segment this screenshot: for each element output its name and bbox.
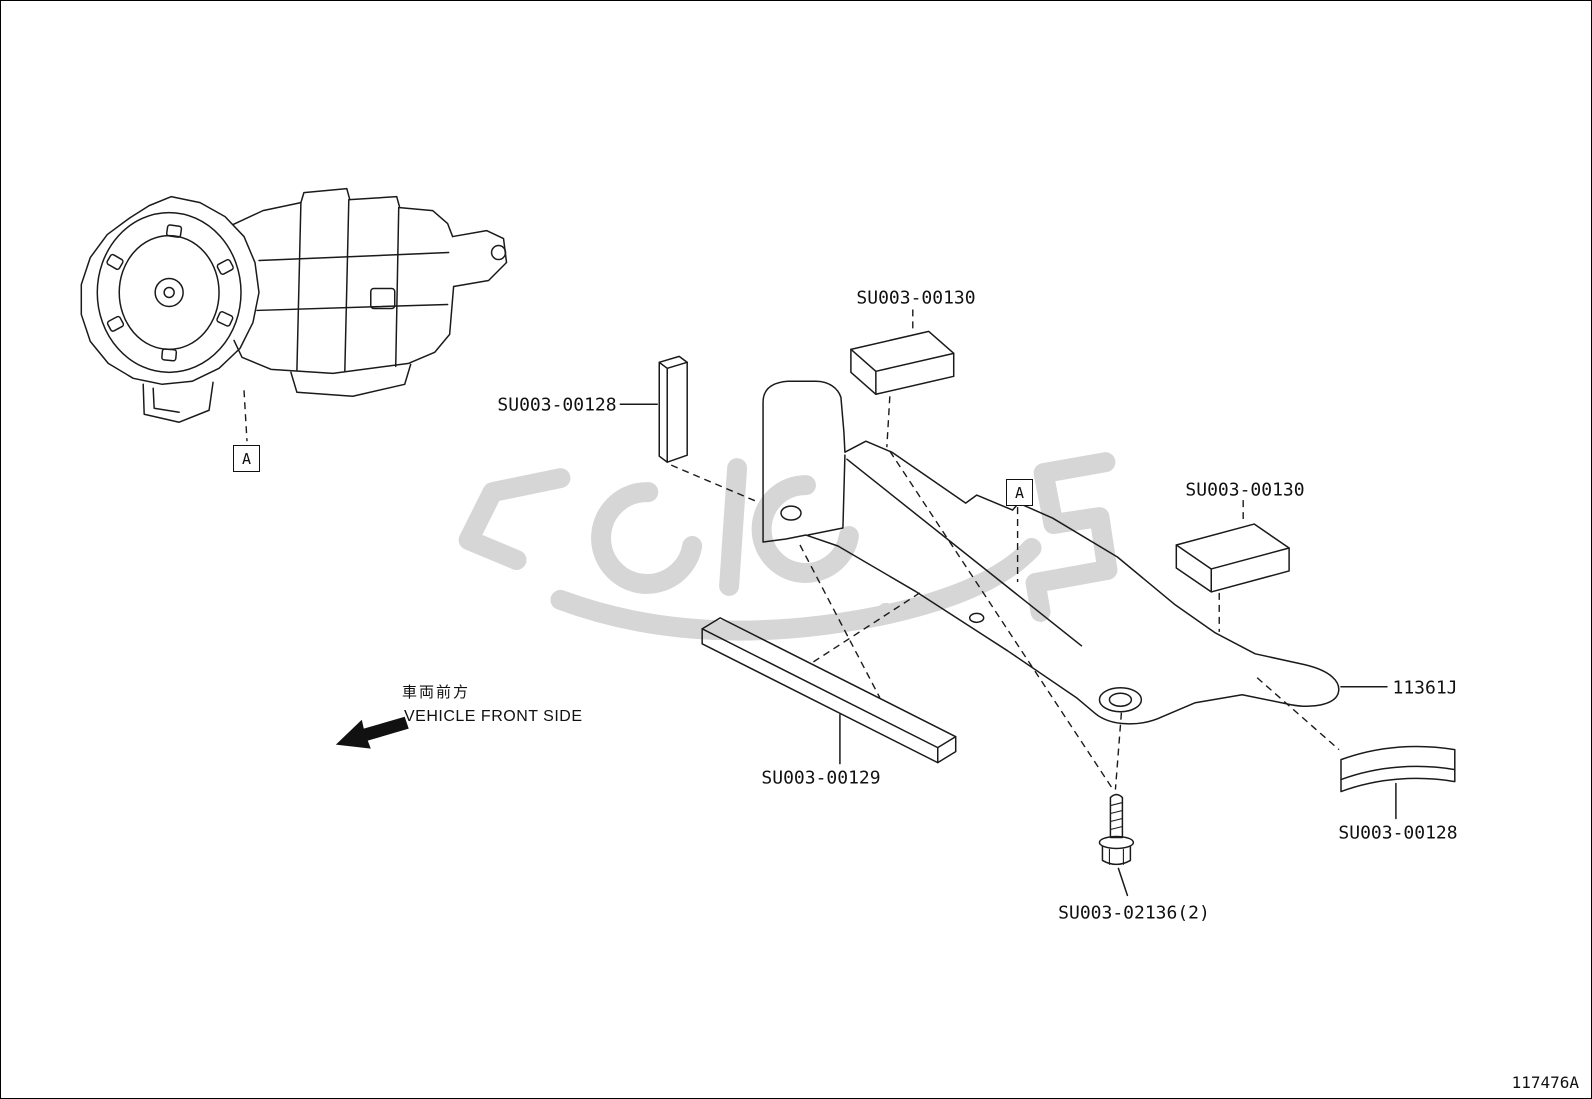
part-slab-su003-00128-right bbox=[1340, 745, 1456, 793]
part-label-su003-00128-right: SU003-00128 bbox=[1338, 822, 1458, 844]
part-slab-su003-00128-left bbox=[658, 355, 688, 463]
part-label-su003-00130-top: SU003-00130 bbox=[856, 287, 976, 309]
transmission-drawing bbox=[80, 187, 508, 423]
vehicle-front-label-jp: 車両前方 bbox=[402, 683, 471, 701]
undercover-plate bbox=[762, 380, 1340, 725]
part-bar-su003-00129 bbox=[701, 617, 957, 764]
part-label-su003-00129: SU003-00129 bbox=[761, 767, 881, 789]
part-label-su003-02136: SU003-02136(2) bbox=[1058, 902, 1210, 924]
plate-hole-front bbox=[780, 505, 802, 521]
vehicle-front-label-en: VEHICLE FRONT SIDE bbox=[404, 708, 583, 725]
bolt-drawing bbox=[1098, 793, 1135, 866]
part-label-su003-00130-right: SU003-00130 bbox=[1185, 479, 1305, 501]
drawing-number: 117476A bbox=[1511, 1073, 1579, 1092]
part-label-11361j: 11361J bbox=[1392, 677, 1458, 699]
part-slab-su003-00130-top bbox=[850, 330, 955, 396]
part-label-su003-00128-left: SU003-00128 bbox=[497, 394, 617, 416]
part-slab-su003-00130-right bbox=[1175, 523, 1290, 593]
leader-lines bbox=[243, 309, 1397, 897]
callout-box-a-center: A bbox=[1006, 479, 1033, 506]
front-direction-arrow bbox=[335, 716, 409, 749]
plate-hole-small bbox=[968, 612, 985, 624]
plate-bolt-flange bbox=[1098, 686, 1143, 713]
watermark bbox=[458, 452, 1118, 641]
plate-bolt-hole bbox=[1108, 692, 1133, 707]
callout-box-a-left: A bbox=[233, 445, 260, 472]
